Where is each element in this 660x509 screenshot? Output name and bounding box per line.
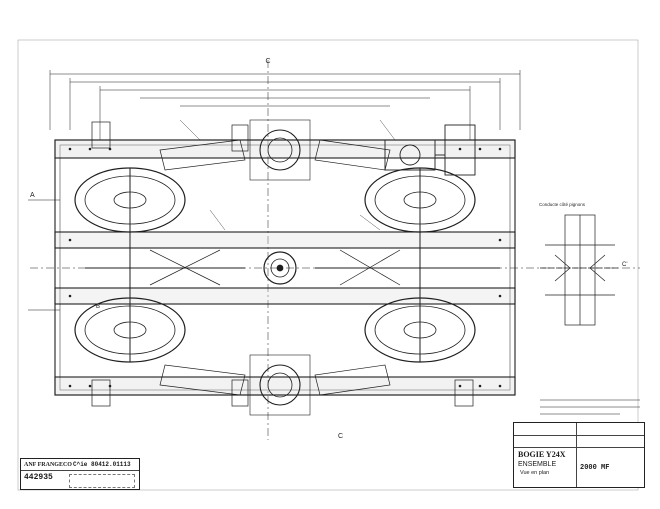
stamp-number: 442935	[24, 473, 53, 482]
drawing-view: Vue en plan	[520, 470, 550, 476]
stamp-company: ANF FRANGECO	[24, 462, 72, 468]
spring-units	[91, 121, 474, 407]
section-mark-bottom: C	[338, 433, 343, 440]
detail-view-right	[540, 214, 620, 326]
gearbox	[384, 124, 476, 176]
section-mark-right: C'	[622, 262, 627, 268]
wheelset-left	[74, 167, 186, 363]
callout-leaders	[179, 119, 396, 231]
side-note: Conducte côté pignons	[539, 202, 586, 207]
brake-rigging	[85, 139, 500, 396]
section-mark-top: C	[265, 58, 270, 65]
section-mark-left-lower: B	[96, 304, 100, 310]
drawing-number: 2000 MF	[580, 464, 610, 472]
company-stamp: ANF FRANGECO C^ie 80412.01113 442935	[20, 458, 140, 490]
drawing-title: BOGIE Y24X	[518, 450, 566, 459]
rivets	[68, 147, 502, 388]
center-pivot	[249, 119, 311, 416]
drawing-subtitle: ENSEMBLE	[518, 461, 557, 468]
stamp-ref: C^ie 80412.01113	[73, 461, 131, 468]
note-lines	[540, 399, 640, 415]
wheelset-right	[364, 167, 476, 363]
section-mark-left: A	[30, 192, 35, 199]
title-block: BOGIE Y24X ENSEMBLE Vue en plan 2000 MF	[513, 422, 645, 488]
dimension-lines-top	[49, 70, 521, 140]
sheet-border	[17, 39, 639, 491]
